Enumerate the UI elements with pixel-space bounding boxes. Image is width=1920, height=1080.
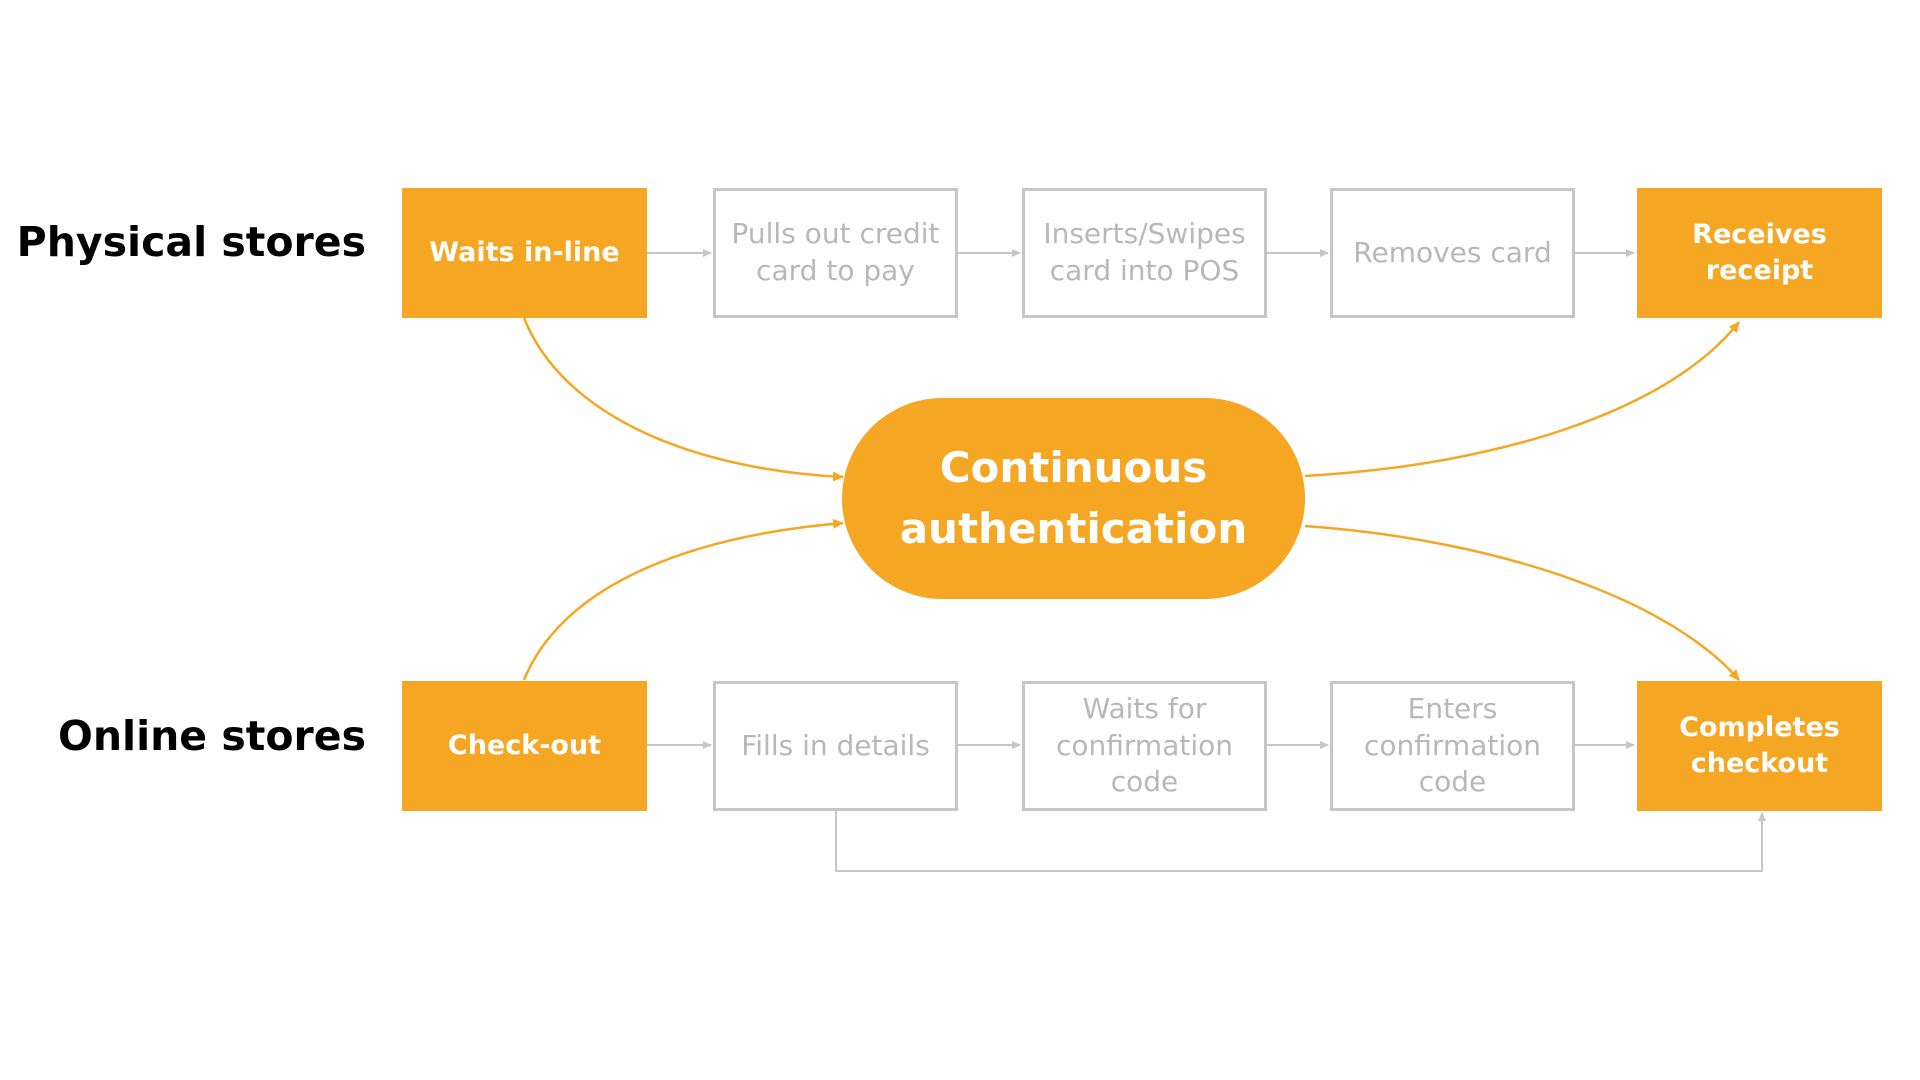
step-waits-for-confirmation-code: Waits for confirmation code bbox=[1022, 681, 1267, 811]
curve-hub-to-completes bbox=[1304, 524, 1740, 681]
online-skip-connector bbox=[835, 810, 1766, 872]
step-label: Check-out bbox=[447, 730, 602, 762]
step-inserts-swipes-card: Inserts/Swipes card into POS bbox=[1022, 188, 1267, 318]
step-removes-card: Removes card bbox=[1330, 188, 1575, 318]
step-fills-in-details: Fills in details bbox=[713, 681, 958, 811]
step-label: Waits for confirmation code bbox=[1056, 691, 1233, 799]
step-label: Completes checkout bbox=[1679, 712, 1840, 779]
curve-waits-to-hub bbox=[522, 317, 844, 482]
online-stores-label: Online stores bbox=[57, 712, 366, 760]
step-label: Waits in-line bbox=[429, 237, 620, 269]
step-receives-receipt: Receives receipt bbox=[1637, 188, 1882, 318]
step-label: Removes card bbox=[1353, 235, 1552, 269]
curve-hub-to-receipt bbox=[1304, 321, 1740, 478]
continuous-authentication-hub: Continuous authentication bbox=[842, 398, 1305, 599]
step-label: Enters confirmation code bbox=[1364, 691, 1541, 799]
step-label: Receives receipt bbox=[1692, 219, 1827, 286]
step-check-out: Check-out bbox=[402, 681, 647, 811]
hub-label: Continuous authentication bbox=[899, 442, 1248, 553]
step-label: Pulls out credit card to pay bbox=[731, 217, 940, 287]
step-pulls-out-credit-card: Pulls out credit card to pay bbox=[713, 188, 958, 318]
curve-checkout-to-hub bbox=[522, 518, 844, 681]
step-label: Inserts/Swipes card into POS bbox=[1043, 217, 1246, 287]
step-label: Fills in details bbox=[741, 728, 930, 762]
step-completes-checkout: Completes checkout bbox=[1637, 681, 1882, 811]
step-enters-confirmation-code: Enters confirmation code bbox=[1330, 681, 1575, 811]
step-waits-in-line: Waits in-line bbox=[402, 188, 647, 318]
physical-stores-label: Physical stores bbox=[16, 218, 366, 266]
